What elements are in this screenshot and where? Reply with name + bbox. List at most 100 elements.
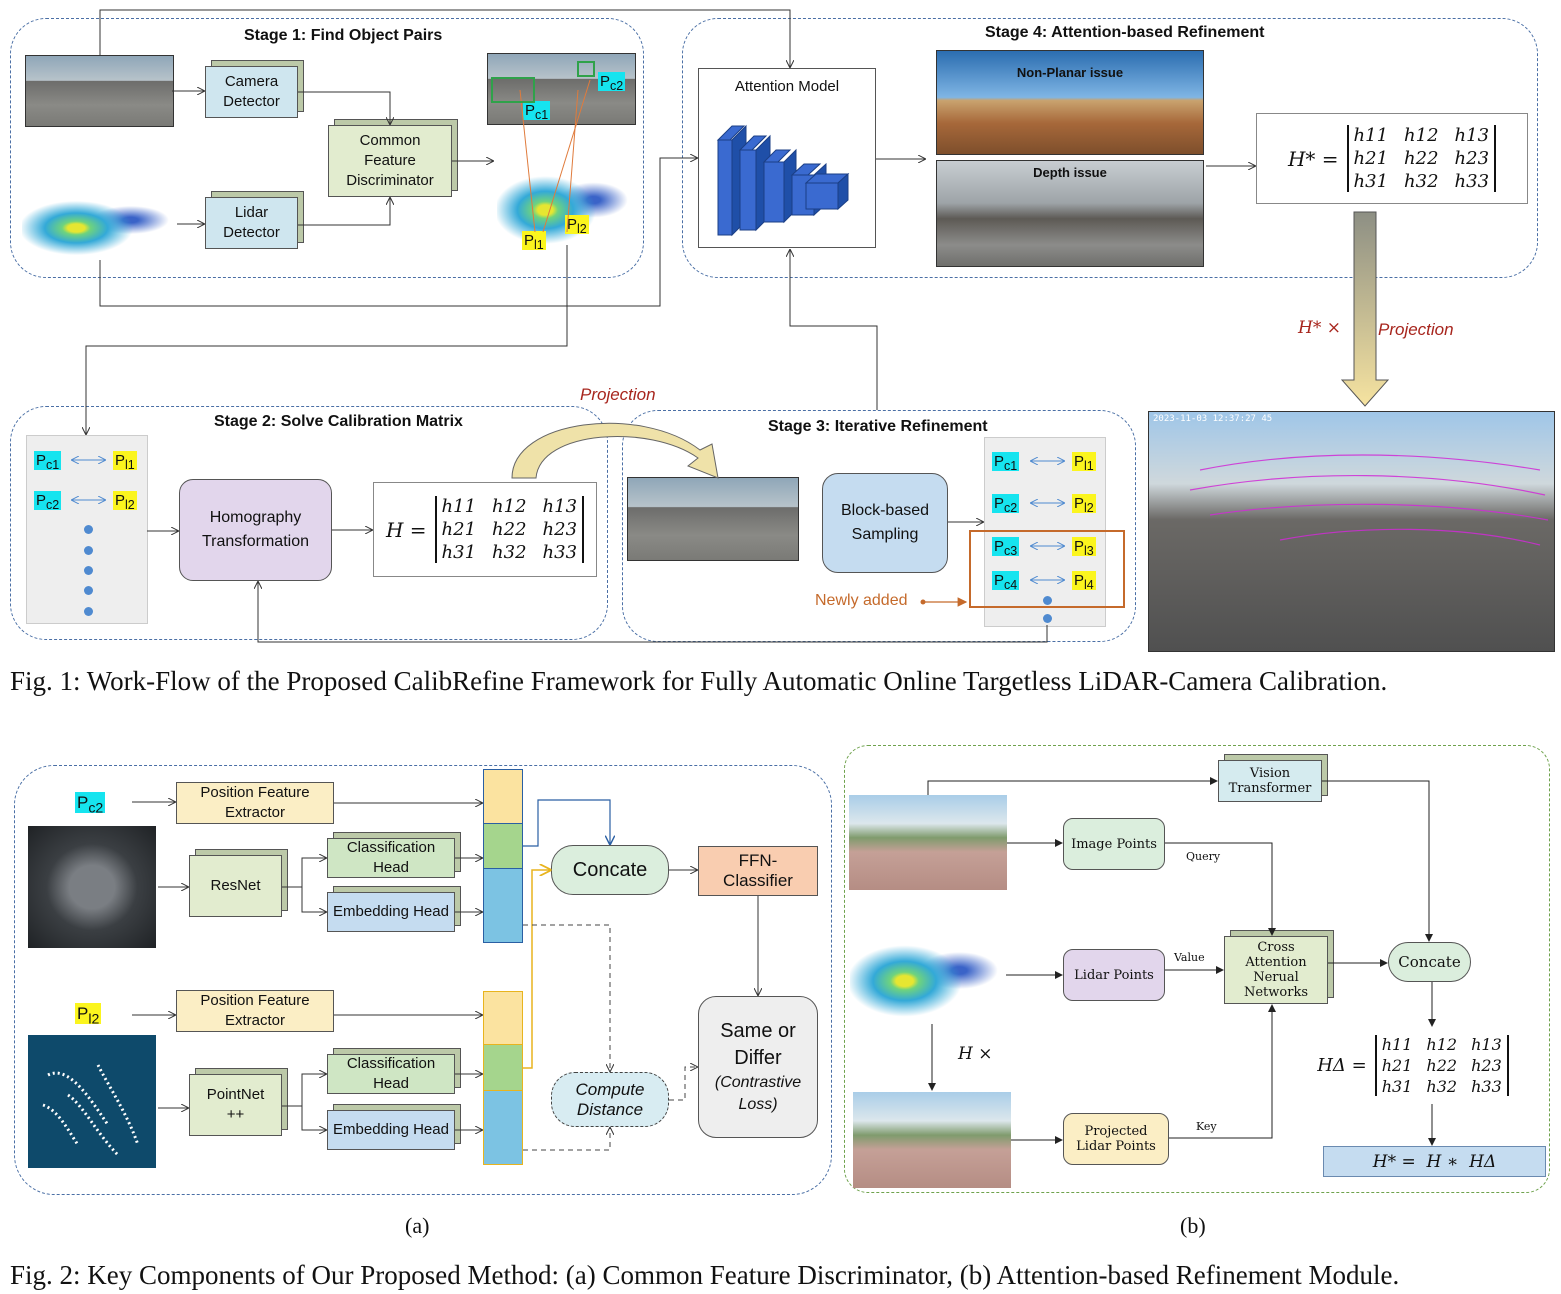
h-star-matrix-grid: h11 h12 h13 h21 h22 h23 h31 h32 h33	[1346, 125, 1497, 192]
m1-31: h31	[1353, 171, 1389, 192]
m3-23: h23	[1471, 1055, 1502, 1075]
m1-21: h21	[1353, 148, 1389, 169]
classification-head-top: Classification Head	[327, 838, 455, 878]
m1-33: h33	[1454, 171, 1490, 192]
common-feature-discriminator-box: Common Feature Discriminator	[328, 125, 452, 197]
m1-11: h11	[1353, 125, 1389, 146]
plaza-image-top	[849, 795, 1007, 890]
m2-13: h13	[542, 496, 578, 517]
m3-32: h32	[1426, 1076, 1458, 1096]
stage2-frame	[10, 406, 608, 640]
tag-pc2-stage1: Pc2	[598, 72, 626, 93]
feature-stack-bottom-embed	[483, 1090, 523, 1165]
vision-transformer-box: Vision Transformer	[1218, 760, 1322, 802]
dot	[84, 607, 93, 616]
embedding-head-top: Embedding Head	[327, 892, 455, 932]
same-or-differ-box: Same or Differ (Contrastive Loss)	[698, 996, 818, 1138]
tag-pl2-stage1: Pl2	[565, 215, 589, 236]
newly-added-label: Newly added	[815, 592, 908, 609]
fig2-caption: Fig. 2: Key Components of Our Proposed M…	[10, 1260, 1400, 1290]
position-feature-extractor-top: Position Feature Extractor	[176, 782, 334, 824]
stage4-title: Stage 4: Attention-based Refinement	[985, 24, 1265, 41]
attention-model-label: Attention Model	[734, 78, 840, 95]
m2-21: h21	[441, 519, 477, 540]
concate-box-b: Concate	[1388, 942, 1471, 982]
key-label: Key	[1196, 1120, 1217, 1133]
camera-detector-box: Camera Detector	[205, 66, 298, 118]
ffn-classifier-box: FFN-Classifier	[698, 846, 818, 896]
lidar-points-box: Lidar Points	[1063, 949, 1165, 1001]
fig2b-label: (b)	[1180, 1213, 1206, 1238]
tag-pl4-stage3: Pl4	[1072, 571, 1096, 592]
tag-pl1-stage3: Pl1	[1072, 452, 1096, 473]
tag-pl2-stage3: Pl2	[1072, 494, 1096, 515]
m2-32: h32	[492, 542, 527, 563]
tag-pc2-stage2: Pc2	[34, 491, 62, 512]
feature-stack-top-position	[483, 769, 523, 824]
classification-head-bottom: Classification Head	[327, 1054, 455, 1094]
m1-32: h32	[1404, 171, 1439, 192]
tag-pl1-stage2: Pl1	[113, 451, 137, 472]
m1-12: h12	[1404, 125, 1439, 146]
query-label: Query	[1186, 850, 1221, 863]
fig1-connectors	[0, 9, 1549, 643]
position-feature-extractor-bottom: Position Feature Extractor	[176, 990, 334, 1032]
tag-pl3-stage3: Pl3	[1072, 537, 1096, 558]
fig1-caption: Fig. 1: Work-Flow of the Proposed CalibR…	[10, 666, 1388, 696]
dot	[1043, 614, 1052, 623]
resnet-box: ResNet	[189, 855, 282, 917]
compute-distance-box: Compute Distance	[551, 1072, 669, 1127]
stage1-title: Stage 1: Find Object Pairs	[244, 27, 443, 44]
fig2a-frame	[14, 765, 832, 1195]
tag-pc4-stage3: Pc4	[992, 571, 1020, 592]
compute-distance-label: Compute Distance	[575, 1079, 645, 1119]
m3-31: h31	[1381, 1076, 1413, 1096]
non-planar-label: Non-Planar issue	[1016, 65, 1124, 80]
dot	[84, 586, 93, 595]
final-equation-box: H* = H ∗ HΔ	[1323, 1146, 1546, 1177]
m3-12: h12	[1426, 1034, 1458, 1054]
lidar-image-b	[850, 918, 1006, 1023]
fig2b-frame	[844, 745, 1550, 1193]
m1-23: h23	[1454, 148, 1490, 169]
h-star-projection-label: Projection	[1378, 320, 1454, 339]
m2-12: h12	[492, 496, 527, 517]
pointnet-box: PointNet ++	[189, 1074, 282, 1136]
camera-image	[25, 55, 174, 127]
feature-stack-top-class	[483, 823, 523, 869]
concate-box-a: Concate	[551, 845, 669, 895]
h-star-times-label: H* ×	[1298, 318, 1341, 338]
dot	[84, 546, 93, 555]
attention-model-network-icon	[716, 124, 850, 237]
m1-13: h13	[1454, 125, 1490, 146]
m1-22: h22	[1404, 148, 1439, 169]
block-based-sampling-box: Block-based Sampling	[822, 473, 948, 573]
tag-pc1-stage3: Pc1	[992, 452, 1020, 473]
non-planar-image: Non-Planar issue	[936, 50, 1204, 155]
tag-pc2-fig2a: Pc2	[75, 792, 106, 817]
m3-13: h13	[1471, 1034, 1502, 1054]
m3-21: h21	[1381, 1055, 1413, 1075]
dot	[84, 525, 93, 534]
stage4-frame	[682, 18, 1538, 278]
fig2a-label: (a)	[405, 1213, 430, 1238]
lidar-pointcloud-image	[22, 180, 177, 260]
h-times-label: H ×	[958, 1044, 993, 1064]
homography-transformation-box: Homography Transformation	[179, 479, 332, 581]
stage3-title: Stage 3: Iterative Refinement	[768, 418, 988, 435]
lidar-crop-image	[28, 1035, 156, 1168]
m2-31: h31	[441, 542, 477, 563]
lidar-crop-points	[42, 1064, 140, 1157]
tag-pc1-stage1: Pc1	[523, 101, 551, 122]
stage2-title: Stage 2: Solve Calibration Matrix	[214, 413, 463, 430]
stage1-frame	[10, 18, 644, 278]
dot	[1043, 596, 1052, 605]
tag-pc1-stage2: Pc1	[34, 451, 62, 472]
tag-pc3-stage3: Pc3	[992, 537, 1020, 558]
m3-22: h22	[1426, 1055, 1458, 1075]
